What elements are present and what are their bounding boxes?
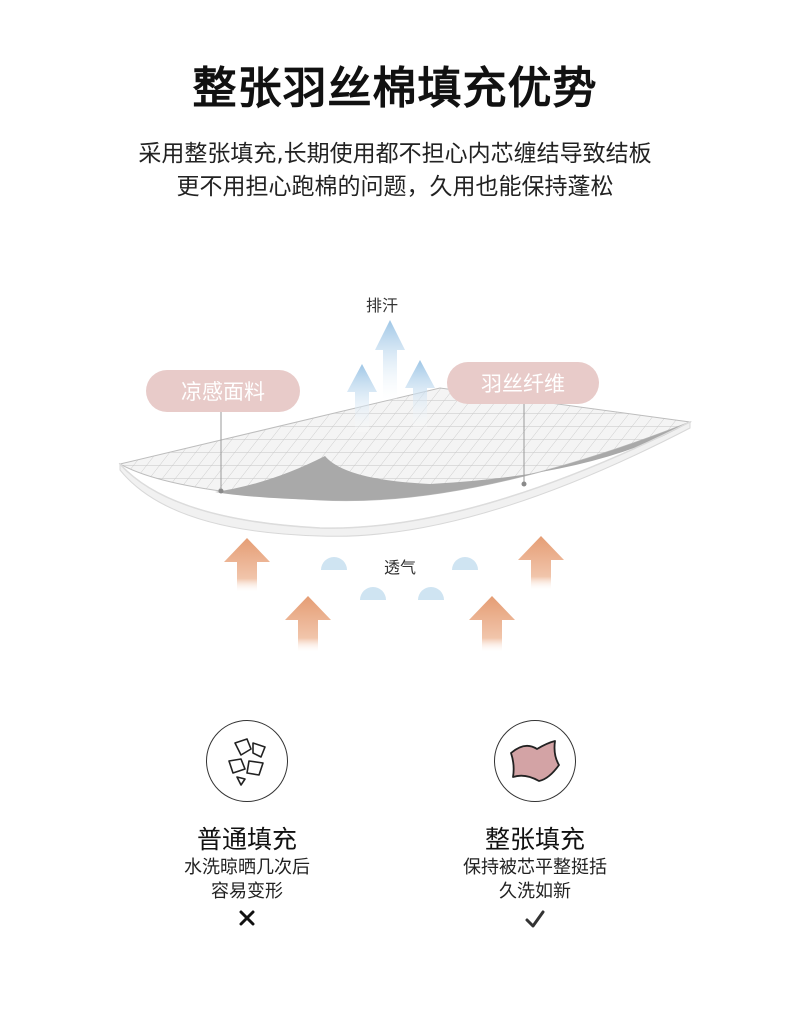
breath-dot-1 — [321, 557, 347, 570]
breath-dot-3 — [360, 587, 386, 600]
breath-dot-4 — [418, 587, 444, 600]
callout-cool-fabric: 凉感面料 — [146, 370, 300, 412]
heat-arrow-4 — [469, 596, 515, 652]
quilt-illustration-graphic — [118, 320, 692, 652]
quilt-illustration: 排汗 透气 凉感面料 羽丝纤维 — [0, 270, 790, 680]
callout-fiber: 羽丝纤维 — [447, 362, 599, 404]
quilt-inner-layer — [215, 422, 690, 501]
heat-arrow-1 — [224, 538, 270, 592]
normal-filling-line-2: 容易变形 — [211, 881, 283, 902]
cross-icon — [239, 910, 255, 926]
whole-filling-line-2: 久洗如新 — [499, 881, 571, 902]
breath-dot-2 — [452, 557, 478, 570]
subtitle-line-2: 更不用担心跑棉的问题，久用也能保持蓬松 — [176, 174, 614, 200]
subtitle: 采用整张填充,长期使用都不担心内芯缠结导致结板 更不用担心跑棉的问题，久用也能保… — [0, 138, 790, 204]
normal-filling-card: 普通填充 水洗晾晒几次后 容易变形 — [97, 720, 397, 932]
whole-sheet-icon — [510, 740, 560, 782]
sweat-arrow-left — [347, 364, 377, 432]
broken-pieces-icon — [228, 738, 266, 786]
whole-filling-circle — [494, 720, 576, 802]
normal-filling-circle — [206, 720, 288, 802]
check-icon — [525, 910, 545, 928]
breath-label: 透气 — [384, 558, 417, 577]
whole-filling-line-1: 保持被芯平整挺括 — [463, 857, 607, 878]
normal-filling-line-1: 水洗晾晒几次后 — [184, 857, 310, 878]
sweat-arrow-right — [405, 360, 435, 428]
sweat-label: 排汗 — [366, 296, 399, 315]
whole-filling-card: 整张填充 保持被芯平整挺括 久洗如新 — [385, 720, 685, 932]
subtitle-line-1: 采用整张填充,长期使用都不担心内芯缠结导致结板 — [138, 141, 652, 167]
heat-arrow-3 — [285, 596, 331, 652]
heat-arrow-2 — [518, 536, 564, 590]
page-title: 整张羽丝棉填充优势 — [192, 63, 598, 114]
whole-filling-heading: 整张填充 — [484, 825, 585, 854]
sweat-arrow-center — [375, 320, 405, 400]
normal-filling-heading: 普通填充 — [196, 825, 297, 854]
